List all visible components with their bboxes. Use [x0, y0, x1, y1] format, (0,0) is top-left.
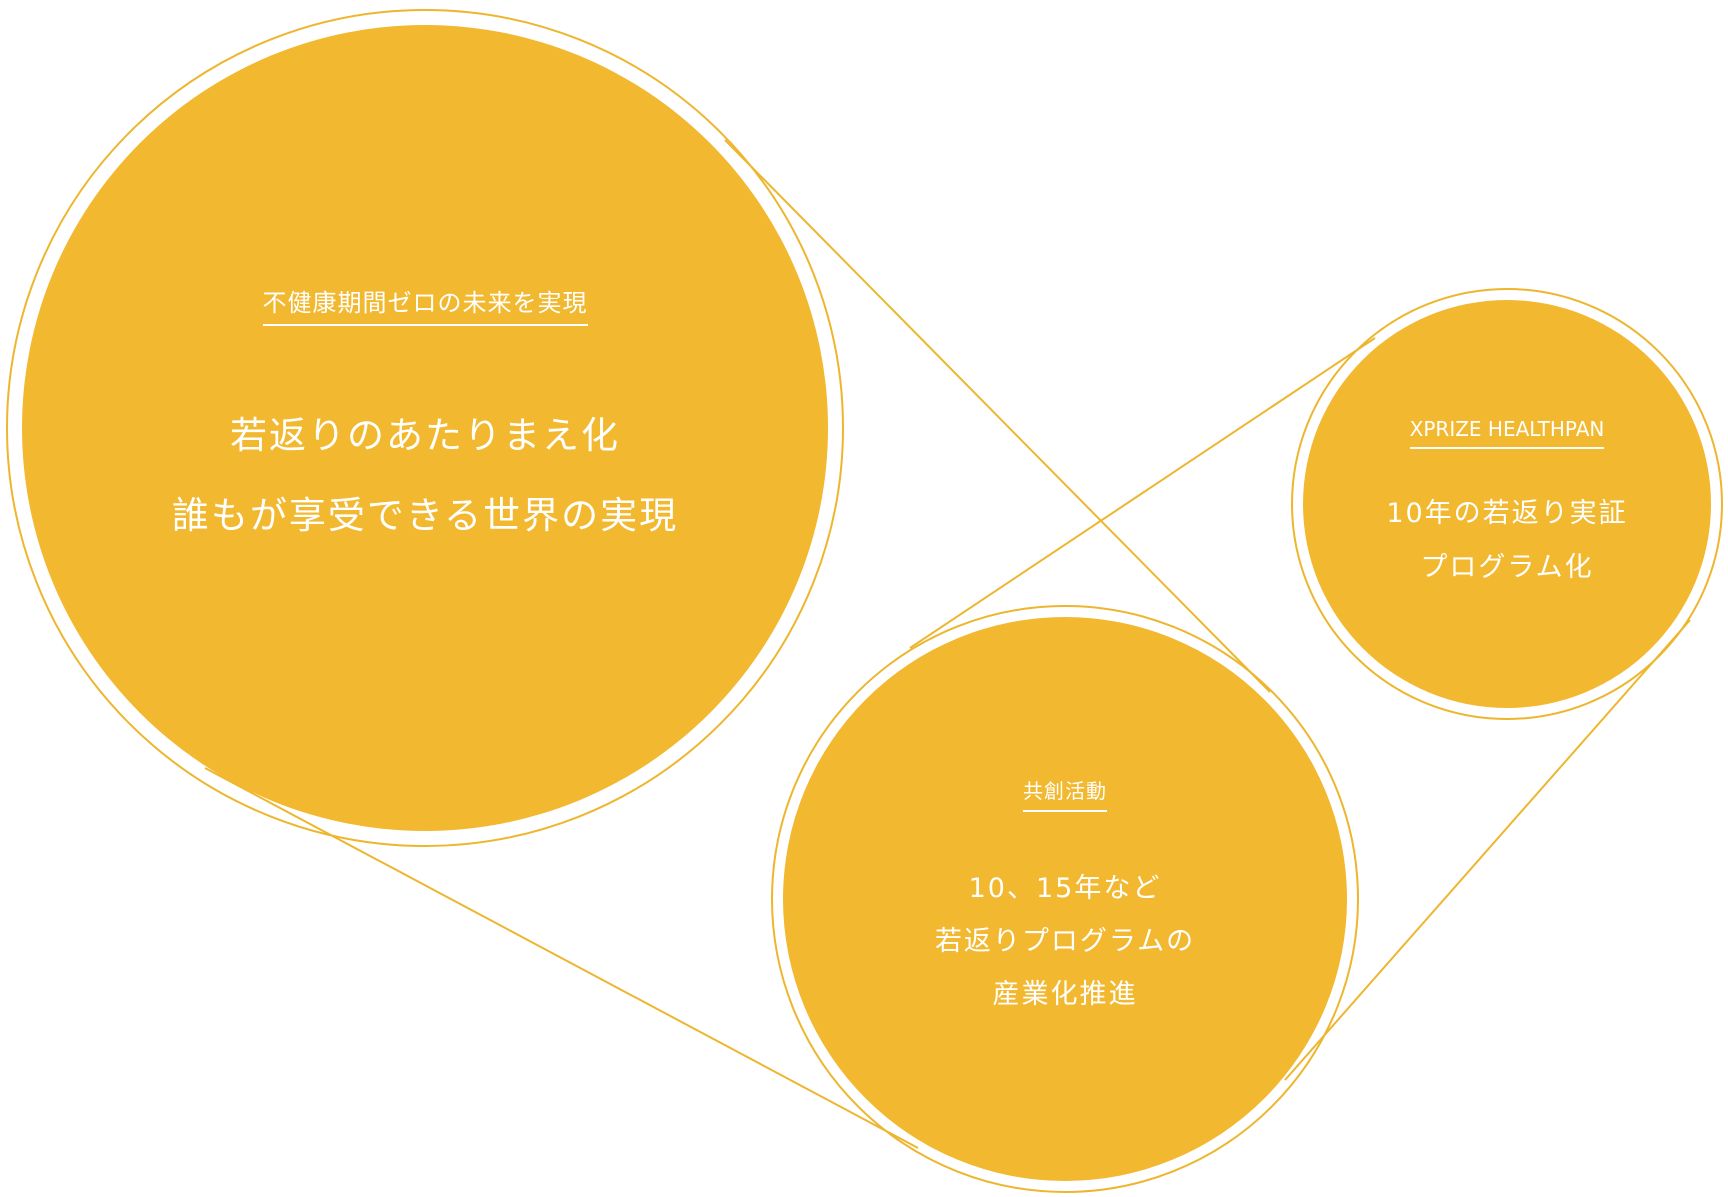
top-right-circle-line-1: 10年の若返り実証 — [1386, 498, 1628, 529]
connector-large-to-bottom-top — [724, 139, 1271, 693]
top-right-circle — [1303, 300, 1711, 708]
bottom-circle-lines: 10、15年など 若返りプログラムの 産業化推進 — [935, 862, 1195, 1021]
connector-bottom-to-top-right-lower — [1284, 619, 1691, 1081]
top-right-circle-lines: 10年の若返り実証 プログラム化 — [1386, 487, 1627, 595]
bottom-circle-line-2: 若返りプログラムの — [934, 926, 1196, 957]
large-circle-line-2: 誰もが享受できる世界の実現 — [171, 494, 679, 537]
connector-bottom-to-top-right-upper — [909, 337, 1376, 649]
top-right-circle-label: XPRIZE HEALTHPAN — [1409, 417, 1605, 449]
bottom-circle-content: 共創活動 10、15年など 若返りプログラムの 産業化推進 — [865, 775, 1265, 1021]
large-circle-ring — [6, 9, 844, 847]
bottom-circle-line-3: 産業化推進 — [992, 979, 1138, 1010]
top-right-circle-line-2: プログラム化 — [1420, 552, 1594, 583]
large-circle-line-1: 若返りのあたりまえ化 — [229, 414, 620, 457]
bottom-circle — [783, 617, 1347, 1181]
top-right-circle-ring — [1291, 288, 1723, 720]
top-right-circle-content: XPRIZE HEALTHPAN 10年の若返り実証 プログラム化 — [1357, 417, 1657, 595]
bottom-circle-ring — [771, 605, 1359, 1193]
connector-large-to-bottom-bottom — [204, 767, 919, 1149]
large-circle-content: 不健康期間ゼロの未来を実現 若返りのあたりまえ化 誰もが享受できる世界の実現 — [125, 283, 725, 556]
large-circle-lines: 若返りのあたりまえ化 誰もが享受できる世界の実現 — [172, 396, 678, 556]
bottom-circle-line-1: 10、15年など — [968, 873, 1162, 904]
bottom-circle-label: 共創活動 — [1023, 775, 1107, 812]
large-circle-label: 不健康期間ゼロの未来を実現 — [262, 283, 588, 326]
large-circle — [22, 25, 828, 831]
